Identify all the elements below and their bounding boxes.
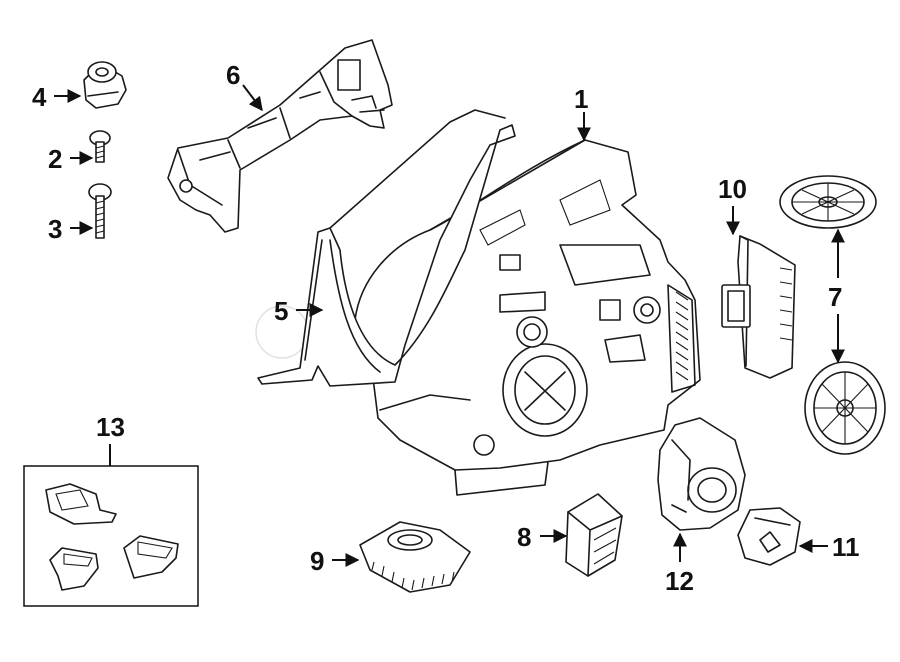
cooling-fan-lower[interactable] [804,361,886,455]
callout-4: 4 [32,82,47,112]
callout-7: 7 [828,282,842,312]
brackets-kit-box[interactable] [23,465,199,607]
callout-13: 13 [96,412,125,442]
kit-bracket-b[interactable] [49,547,99,591]
headlamp-assembly[interactable] [354,139,701,496]
callout-2: 2 [48,144,62,174]
callout-1: 1 [574,84,588,114]
callout-5: 5 [274,296,288,326]
kit-frame [23,465,199,607]
cooling-fan-upper[interactable] [779,175,877,229]
short-screw[interactable] [89,130,111,163]
ignitor[interactable] [737,507,801,566]
leader-lines [54,84,845,567]
callout-8: 8 [517,522,531,552]
trim-strip[interactable] [257,109,516,387]
kit-bracket-c[interactable] [123,535,179,579]
control-module[interactable] [721,235,796,379]
callout-6: 6 [226,60,240,90]
heat-sink-module[interactable] [359,521,471,593]
long-screw[interactable] [88,183,112,239]
nut-clip[interactable] [83,61,127,109]
mounting-bracket[interactable] [167,39,393,233]
lamp-insert[interactable] [657,417,746,531]
leader-6 [242,84,263,112]
small-control-module[interactable] [565,493,623,577]
callout-12: 12 [665,566,694,596]
callout-labels: 1 2 3 4 5 6 7 8 9 10 11 12 13 [32,60,860,596]
callout-11: 11 [832,532,860,562]
callout-10: 10 [718,174,747,204]
callout-3: 3 [48,214,62,244]
callout-9: 9 [310,546,324,576]
kit-bracket-a[interactable] [45,483,117,525]
